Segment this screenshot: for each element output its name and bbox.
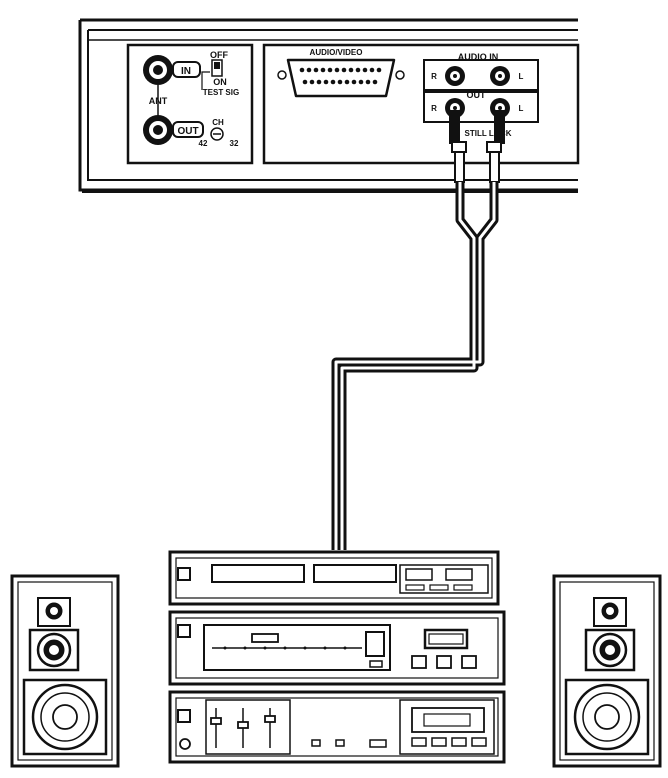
still-lock-label: STILL LOCK	[465, 129, 512, 138]
ant-out-badge	[172, 121, 204, 138]
deck-power-button[interactable]	[177, 709, 191, 723]
ant-in-label: IN	[181, 66, 191, 77]
deck-small-button[interactable]	[311, 739, 321, 747]
audio-out-l-label: L	[519, 104, 524, 113]
audio-in-l-label: L	[519, 72, 524, 81]
player-rear-panel	[78, 18, 578, 193]
receiver-display	[423, 628, 469, 650]
receiver-button[interactable]	[436, 655, 452, 669]
transport-button[interactable]	[411, 737, 427, 747]
ant-in-jack[interactable]	[143, 55, 173, 85]
cassette-deck-unit	[168, 690, 506, 764]
tuner-display-secondary	[313, 564, 397, 583]
stereo-audio-cable	[331, 182, 499, 550]
rca-plug-right[interactable]	[449, 110, 467, 183]
right-speaker	[552, 574, 662, 768]
av-section: AUDIO/VIDEO AUDIO IN OUT R L R L	[262, 43, 580, 165]
audio-out-r-label: R	[431, 104, 437, 113]
ant-out-jack[interactable]	[143, 115, 173, 145]
tuner-key[interactable]	[429, 584, 449, 591]
av-multipin-connector[interactable]	[277, 58, 405, 98]
tuner-display	[211, 564, 305, 583]
ant-in-badge	[172, 61, 201, 78]
ch-label: CH	[212, 118, 224, 127]
left-speaker	[10, 574, 120, 768]
audio-out-label: OUT	[467, 90, 487, 100]
av-connector-label: AUDIO/VIDEO	[310, 48, 363, 57]
tuning-knob[interactable]	[365, 631, 385, 657]
rca-plug-left[interactable]	[486, 110, 505, 183]
level-slider[interactable]	[237, 721, 249, 729]
tuner-power-button[interactable]	[177, 567, 191, 581]
ch-low-label: 42	[199, 139, 208, 148]
midrange-driver	[28, 628, 80, 672]
level-slider[interactable]	[210, 717, 222, 725]
audio-in-l-jack[interactable]	[490, 66, 510, 86]
transport-button[interactable]	[451, 737, 467, 747]
transport-button[interactable]	[471, 737, 487, 747]
woofer	[564, 678, 650, 756]
test-sig-off-label: OFF	[210, 50, 228, 60]
tuner-preset-button[interactable]	[405, 568, 433, 581]
level-slider[interactable]	[264, 715, 276, 723]
tuner-key[interactable]	[405, 584, 425, 591]
midrange-driver	[584, 628, 636, 672]
tuning-dial-window	[203, 624, 391, 671]
ch-selector-dial[interactable]	[210, 127, 224, 141]
tuner-unit	[168, 550, 500, 606]
woofer	[22, 678, 108, 756]
tuner-key[interactable]	[453, 584, 473, 591]
deck-headphone-jack[interactable]	[179, 738, 191, 750]
test-sig-label: TEST SIG	[203, 88, 239, 97]
receiver-unit	[168, 610, 506, 686]
antenna-section: IN ANT OUT OFF ON TEST SIG CH 42 32	[126, 43, 254, 165]
receiver-button[interactable]	[411, 655, 427, 669]
ant-label: ANT	[149, 96, 168, 106]
receiver-button[interactable]	[461, 655, 477, 669]
deck-small-button[interactable]	[335, 739, 345, 747]
receiver-power-button[interactable]	[177, 624, 191, 638]
tweeter	[37, 597, 71, 627]
cassette-door[interactable]	[399, 699, 495, 755]
audio-in-r-jack[interactable]	[445, 66, 465, 86]
audio-in-label: AUDIO IN	[458, 52, 499, 62]
ant-out-label: OUT	[177, 126, 198, 137]
receiver-indicator	[369, 660, 383, 668]
stereo-system-rack	[168, 550, 506, 764]
tweeter	[593, 597, 627, 627]
test-sig-on-label: ON	[213, 77, 227, 87]
deck-small-button[interactable]	[369, 739, 387, 748]
ch-high-label: 32	[230, 139, 239, 148]
transport-button[interactable]	[431, 737, 447, 747]
audio-in-r-label: R	[431, 72, 437, 81]
tuner-preset-button[interactable]	[445, 568, 473, 581]
tuning-pointer[interactable]	[251, 633, 279, 643]
